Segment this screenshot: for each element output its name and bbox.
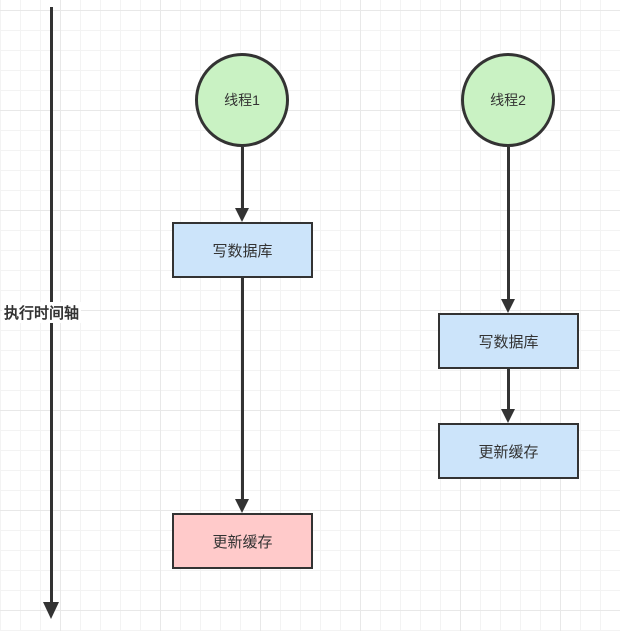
thread1-node: 线程1 [195,53,289,147]
step-label: 写数据库 [478,333,539,351]
thread1-arrow2-line [241,277,244,501]
step-label: 更新缓存 [212,533,273,551]
thread1-title: 线程1 [224,92,260,108]
thread2-arrow2-line [507,367,510,412]
thread1-arrow1-head-icon [235,208,249,222]
timeline-arrowhead-icon [43,602,59,619]
thread2-node: 线程2 [461,53,555,147]
thread1-arrow2-head-icon [235,499,249,513]
thread2-step-write-db: 写数据库 [438,313,579,369]
thread1-arrow1-line [241,147,244,210]
timeline-label: 执行时间轴 [2,302,82,323]
step-label: 更新缓存 [478,443,539,461]
step-label: 写数据库 [212,242,273,260]
thread2-arrow1-line [507,147,510,301]
thread1-step-update-cache: 更新缓存 [172,513,313,569]
thread2-step-update-cache: 更新缓存 [438,423,579,479]
thread2-title: 线程2 [490,92,526,108]
thread1-step-write-db: 写数据库 [172,222,313,278]
thread2-arrow2-head-icon [501,409,515,423]
thread2-arrow1-head-icon [501,299,515,313]
